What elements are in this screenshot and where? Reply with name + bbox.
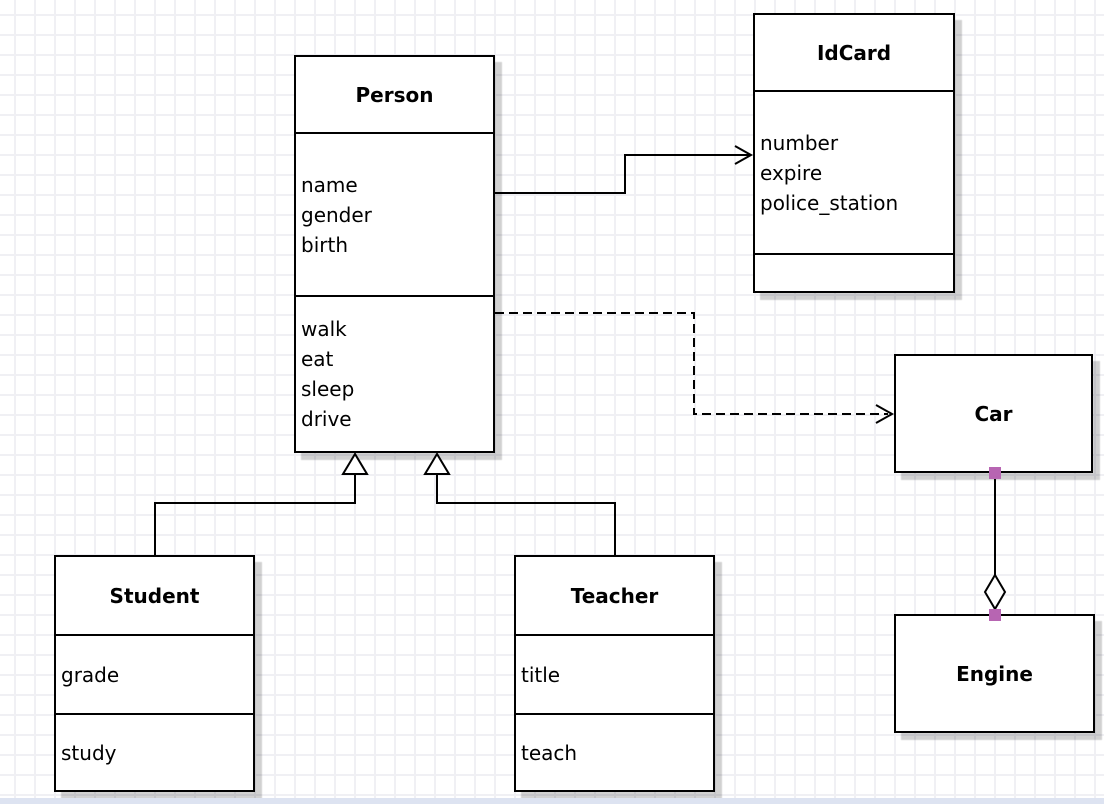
class-idcard-attributes: number expire police_station: [755, 90, 953, 253]
attribute-number: number: [760, 130, 839, 155]
attribute-grade: grade: [61, 662, 120, 687]
class-idcard-title: IdCard: [816, 40, 892, 65]
method-study: study: [61, 740, 117, 765]
class-student[interactable]: Student grade study: [54, 555, 255, 792]
class-student-methods: study: [56, 713, 253, 790]
class-engine[interactable]: Engine: [894, 614, 1095, 733]
relationship-student-person[interactable]: [154, 452, 369, 556]
attribute-expire: expire: [760, 160, 823, 185]
attribute-name: name: [301, 172, 358, 197]
class-person-methods: walk eat sleep drive: [296, 295, 493, 451]
relationship-person-car[interactable]: [495, 312, 895, 424]
class-car[interactable]: Car: [894, 354, 1093, 473]
relationship-person-idcard[interactable]: [495, 145, 754, 194]
generalization-triangle-icon: [341, 452, 369, 475]
class-student-attributes: grade: [56, 634, 253, 713]
attribute-title: title: [521, 662, 561, 687]
class-teacher-attributes: title: [516, 634, 713, 713]
method-teach: teach: [521, 740, 578, 765]
class-idcard-methods-empty: [755, 253, 953, 291]
open-arrowhead-icon: [734, 145, 754, 165]
class-car-title: Car: [974, 401, 1013, 426]
generalization-triangle-icon: [423, 452, 451, 475]
attribute-police-station: police_station: [760, 190, 899, 215]
relationship-car-engine[interactable]: [983, 467, 1007, 621]
class-person-title: Person: [355, 82, 434, 107]
method-walk: walk: [301, 317, 347, 341]
class-person[interactable]: Person name gender birth walk eat sleep …: [294, 55, 495, 453]
attribute-birth: birth: [301, 232, 348, 257]
class-idcard[interactable]: IdCard number expire police_station: [753, 13, 955, 293]
class-teacher[interactable]: Teacher title teach: [514, 555, 715, 792]
bottom-edge-strip: [0, 798, 1104, 804]
relationship-teacher-person[interactable]: [423, 452, 616, 556]
class-engine-title: Engine: [956, 661, 1033, 686]
class-teacher-methods: teach: [516, 713, 713, 790]
method-eat: eat: [301, 347, 334, 371]
aggregation-diamond-icon: [983, 573, 1007, 611]
class-student-title: Student: [109, 583, 200, 608]
attribute-gender: gender: [301, 202, 372, 227]
method-drive: drive: [301, 407, 352, 431]
method-sleep: sleep: [301, 377, 355, 401]
open-arrowhead-icon: [875, 404, 895, 424]
class-teacher-title: Teacher: [570, 583, 659, 608]
class-person-attributes: name gender birth: [296, 132, 493, 295]
